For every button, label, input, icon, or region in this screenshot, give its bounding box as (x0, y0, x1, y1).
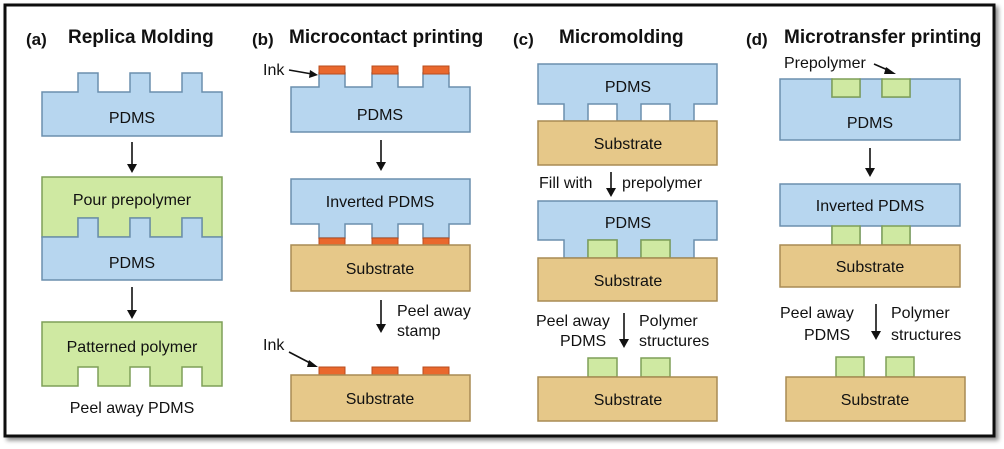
panel-b-letter: (b) (252, 30, 274, 49)
prepolymer-fill (831, 78, 861, 98)
polymer-label: Polymer (639, 313, 698, 330)
stamp-label: stamp (397, 323, 441, 340)
peel-away-label: Peel away (780, 305, 854, 322)
ink-layer (318, 65, 346, 75)
fill-with-label: Fill with (539, 175, 592, 192)
ink-pointer-2 (288, 351, 313, 365)
panel-d-title: Microtransfer printing (784, 27, 981, 48)
substrate-label: Substrate (594, 136, 663, 153)
panel-a-letter: (a) (26, 30, 47, 49)
inverted-pdms-label: Inverted PDMS (816, 198, 924, 215)
prepolymer-fill (640, 239, 671, 259)
ink-pointer (288, 69, 313, 75)
peel-away-label: Peel away (397, 303, 471, 320)
ink-layer (371, 237, 399, 246)
prepolymer-pointer-head (884, 67, 896, 74)
arrow-down-head-2 (619, 339, 629, 348)
substrate (290, 244, 471, 292)
ink-layer (318, 237, 346, 246)
panel-c-letter: (c) (513, 30, 534, 49)
polymer-structure (885, 356, 915, 378)
pdms-peel-label: PDMS (560, 333, 606, 350)
inverted-pdms-label: Inverted PDMS (326, 194, 434, 211)
arrow-down-head (127, 164, 137, 173)
arrow-down-head-2 (127, 310, 137, 319)
pdms-peel-label: PDMS (804, 327, 850, 344)
prepolymer-label: prepolymer (622, 175, 703, 192)
ink-pattern (371, 366, 399, 376)
panel-d-letter: (d) (746, 30, 768, 49)
ink-pattern (318, 366, 346, 376)
panel-d: (d) Microtransfer printing Prepolymer PD… (746, 27, 981, 422)
prepolymer-transfer (831, 225, 861, 246)
pdms-label: PDMS (357, 107, 403, 124)
pour-prepolymer-label: Pour prepolymer (73, 192, 192, 209)
substrate (537, 120, 718, 166)
substrate-final (785, 376, 966, 422)
arrow-down-head-2 (376, 324, 386, 333)
prepolymer-fill (881, 78, 911, 98)
substrate-2 (537, 257, 718, 302)
ink-layer (422, 237, 450, 246)
patterned-polymer-label: Patterned polymer (67, 339, 198, 356)
substrate-label: Substrate (836, 259, 905, 276)
pdms-label: PDMS (847, 115, 893, 132)
pdms-label-2: PDMS (109, 255, 155, 272)
panel-a: (a) Replica Molding PDMS Pour prepolymer… (26, 27, 223, 417)
panel-b-title: Microcontact printing (289, 27, 483, 48)
arrow-down-head (865, 168, 875, 177)
pdms-stamp (41, 72, 223, 137)
ink-layer (422, 65, 450, 75)
peel-away-pdms-label: Peel away PDMS (70, 400, 195, 417)
panel-a-title: Replica Molding (68, 27, 214, 48)
substrate-label-2: Substrate (841, 392, 910, 409)
patterned-polymer (41, 321, 223, 387)
ink-label-top: Ink (263, 62, 285, 79)
panel-c: (c) Micromolding PDMS Substrate Fill wit… (513, 27, 718, 422)
polymer-structure (587, 357, 618, 378)
substrate (779, 244, 961, 288)
polymer-label: Polymer (891, 305, 950, 322)
pdms-label: PDMS (605, 79, 651, 96)
pdms-label-2: PDMS (605, 215, 651, 232)
pdms-label: PDMS (109, 110, 155, 127)
arrow-down-head (376, 162, 386, 171)
structures-label: structures (639, 333, 709, 350)
polymer-structure (835, 356, 865, 378)
ink-pointer-head (309, 70, 318, 78)
pdms-stamp-under (41, 217, 223, 281)
substrate-label-3: Substrate (594, 392, 663, 409)
arrow-down-head (606, 188, 616, 197)
panel-c-title: Micromolding (559, 27, 684, 48)
substrate-label-2: Substrate (346, 391, 415, 408)
substrate-label-2: Substrate (594, 273, 663, 290)
structures-label: structures (891, 327, 961, 344)
ink-layer (371, 65, 399, 75)
prepolymer-fill (587, 239, 618, 259)
polymer-structure (640, 357, 671, 378)
prepolymer-transfer (881, 225, 911, 246)
arrow-down-head-2 (871, 331, 881, 340)
ink-pointer-head-2 (307, 360, 318, 367)
prepolymer-label: Prepolymer (784, 55, 866, 72)
substrate-final (290, 374, 471, 422)
substrate-label: Substrate (346, 261, 415, 278)
peel-away-label: Peel away (536, 313, 610, 330)
substrate-final (537, 376, 718, 422)
ink-label-bottom: Ink (263, 337, 285, 354)
ink-pattern (422, 366, 450, 376)
panel-b: (b) Microcontact printing Ink PDMS Inver… (252, 27, 483, 422)
